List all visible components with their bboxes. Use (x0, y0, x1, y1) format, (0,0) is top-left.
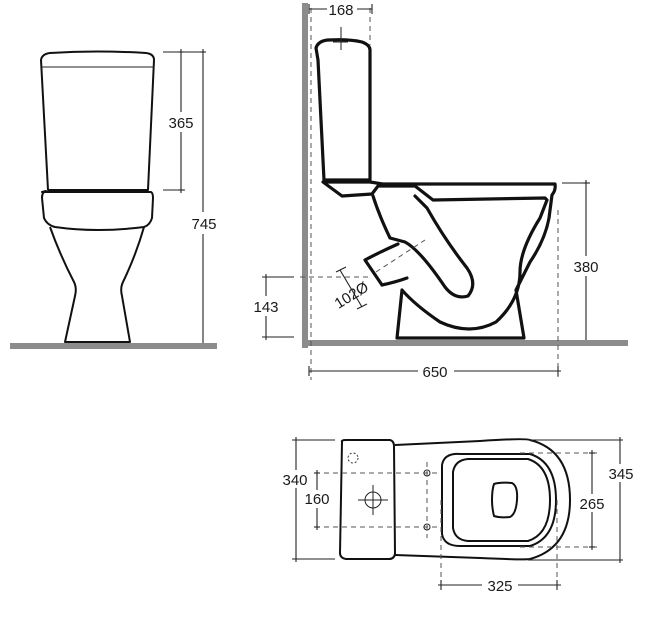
seat-width-label: 265 (579, 496, 604, 513)
total-depth-label: 650 (422, 364, 447, 381)
dim-365: 365 (163, 49, 206, 193)
top-seat-inner (452, 458, 551, 542)
front-pedestal (49, 226, 145, 343)
front-view-floor (10, 343, 217, 349)
dim-380: 380 (562, 180, 602, 340)
dim-265: 265 (520, 450, 609, 550)
seat-length-label: 325 (487, 578, 512, 595)
dim-345: 345 (528, 437, 638, 563)
cistern-height-label: 365 (168, 115, 193, 132)
side-trap (371, 194, 475, 299)
outlet-height-label: 143 (253, 299, 278, 316)
side-outlet (363, 242, 409, 287)
dim-143: 143 (250, 274, 294, 340)
top-seat-outer (441, 452, 557, 547)
bowl-width-label: 345 (608, 466, 633, 483)
front-view: 365 745 (10, 49, 219, 349)
top-cistern (339, 439, 396, 560)
cistern-width-label: 340 (282, 472, 307, 489)
dim-168: 168 (308, 1, 373, 19)
pan-height-label: 380 (573, 259, 598, 276)
dim-102: 102Ø (332, 266, 372, 313)
total-height-label: 745 (191, 216, 216, 233)
dim-650: 650 (308, 210, 561, 381)
dim-745: 745 (189, 49, 219, 343)
outlet-diameter-label: 102Ø (332, 278, 372, 312)
cistern-depth-label: 168 (328, 2, 353, 19)
front-bowl-rim (41, 190, 154, 231)
side-view-wall (302, 3, 308, 348)
top-view: 340 160 345 265 (280, 437, 638, 595)
fixing-spacing-label: 160 (304, 491, 329, 508)
side-view: 168 380 143 102Ø (250, 1, 628, 381)
dim-340: 340 (280, 437, 335, 562)
front-cistern (40, 50, 155, 191)
side-view-floor (302, 340, 628, 346)
dim-325: 325 (438, 500, 561, 595)
top-bowl (394, 438, 571, 561)
side-cistern (314, 38, 372, 182)
side-bowl (321, 180, 557, 340)
top-drain (491, 481, 519, 519)
dim-160: 160 (302, 470, 332, 530)
